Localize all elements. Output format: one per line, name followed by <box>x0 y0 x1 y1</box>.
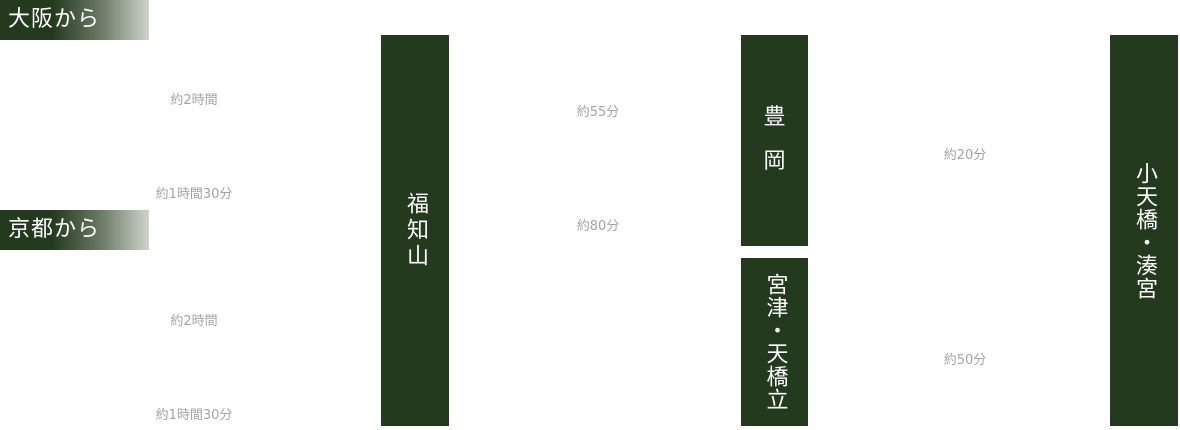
travel-time-kyoto-2: 約1時間30分 <box>155 408 233 423</box>
station-destination-label: 小天橋・湊宮 <box>1132 161 1157 300</box>
origin-label-osaka: 大阪から <box>0 0 149 40</box>
travel-time-to-miyazu: 約80分 <box>576 219 620 234</box>
travel-time-toyooka-to-destination: 約20分 <box>943 148 987 163</box>
station-fukuchiyama-label: 福知山 <box>403 191 428 270</box>
station-miyazu-amanohashidate: 宮津・天橋立 <box>741 258 808 426</box>
station-toyooka-label-char-2: 岡 <box>763 149 786 174</box>
travel-time-to-toyooka: 約55分 <box>576 105 620 120</box>
travel-time-osaka-2: 約1時間30分 <box>155 187 233 202</box>
station-miyazu-label: 宮津・天橋立 <box>762 273 788 411</box>
station-destination-kohashidate-minatomiya: 小天橋・湊宮 <box>1110 35 1178 426</box>
station-fukuchiyama: 福知山 <box>381 35 449 426</box>
station-toyooka-label-char-1: 豊 <box>763 105 786 130</box>
travel-time-osaka-1: 約2時間 <box>170 93 218 108</box>
travel-time-miyazu-to-destination: 約50分 <box>943 353 987 368</box>
travel-time-kyoto-1: 約2時間 <box>170 314 218 329</box>
origin-label-kyoto: 京都から <box>0 210 149 250</box>
station-toyooka: 豊 岡 <box>741 35 808 246</box>
